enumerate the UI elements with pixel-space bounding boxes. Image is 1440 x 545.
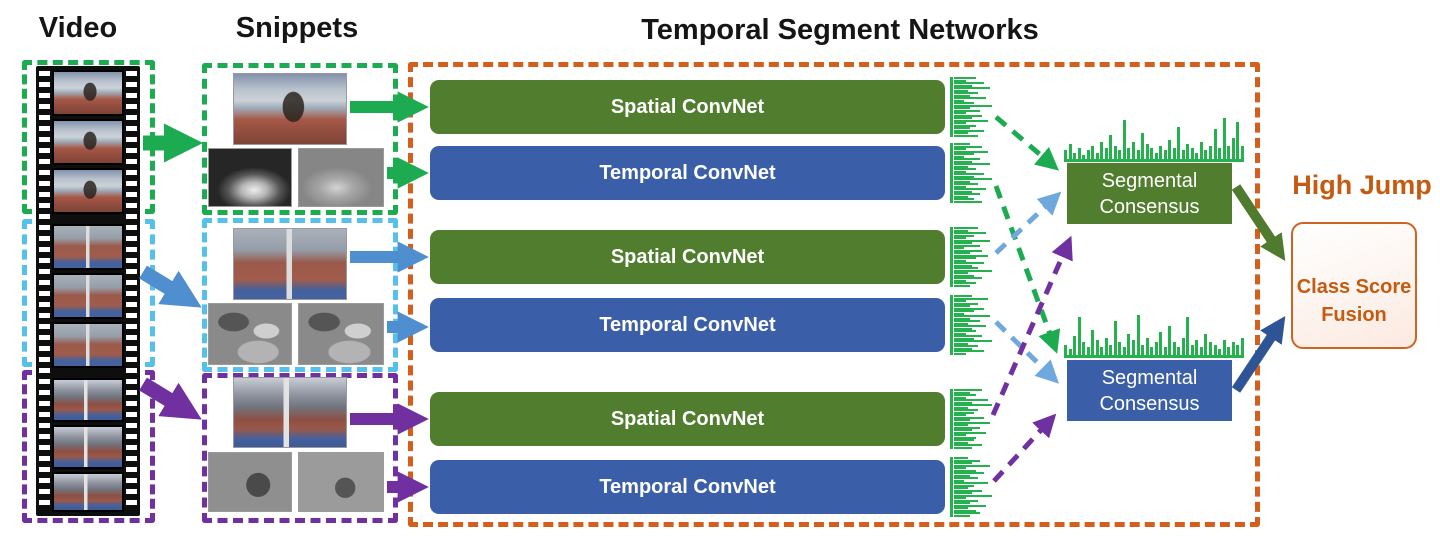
consensus-histogram-temporal: [1064, 313, 1244, 358]
snippet-2-flow-y: [298, 303, 384, 365]
prediction-label: High Jump: [1292, 170, 1432, 200]
video-frame-5: [52, 273, 124, 319]
snippet-3-rgb-frame: [233, 377, 347, 448]
snippets-title: Snippets: [235, 12, 359, 44]
video-frame-1: [52, 70, 124, 116]
snippet-2-box: [202, 218, 398, 372]
segmental-consensus-temporal-line1: Segmental: [1101, 366, 1198, 389]
video-title: Video: [38, 12, 118, 44]
snippet-2-flow-x: [208, 303, 292, 365]
snippet-2-rgb-frame: [233, 228, 347, 300]
segmental-consensus-spatial-line2: Consensus: [1099, 195, 1200, 218]
video-frame-9: [52, 472, 124, 512]
tsn-border: [408, 62, 1260, 527]
spatial-convnet-2-label: Spatial ConvNet: [610, 245, 765, 268]
video-frame-7: [52, 378, 124, 422]
score-histogram-temporal-2: [950, 295, 994, 355]
temporal-convnet-1: Temporal ConvNet: [430, 146, 945, 200]
snippet-1-flow-x: [208, 148, 292, 207]
segmental-consensus-temporal-line2: Consensus: [1099, 392, 1200, 415]
film-sprockets-left: [39, 71, 50, 511]
film-strip: [36, 66, 140, 516]
class-score-fusion-line2: Fusion: [1321, 303, 1387, 326]
snippet-1-box: [202, 63, 398, 215]
snippet-3-flow-x: [208, 452, 292, 512]
temporal-convnet-3-label: Temporal ConvNet: [599, 475, 776, 498]
spatial-convnet-3-label: Spatial ConvNet: [610, 407, 765, 430]
segmental-consensus-spatial: Segmental Consensus: [1067, 163, 1232, 224]
segmental-consensus-temporal: Segmental Consensus: [1067, 360, 1232, 421]
snippet-1-flow-y: [298, 148, 384, 207]
video-frame-4: [52, 224, 124, 270]
video-frame-3: [52, 168, 124, 214]
film-sprockets-right: [126, 71, 137, 511]
temporal-convnet-1-label: Temporal ConvNet: [599, 161, 776, 184]
video-frame-6: [52, 322, 124, 368]
spatial-convnet-2: Spatial ConvNet: [430, 230, 945, 284]
video-frame-2: [52, 119, 124, 165]
temporal-convnet-2: Temporal ConvNet: [430, 298, 945, 352]
network-title: Temporal Segment Networks: [641, 14, 1039, 46]
spatial-convnet-1: Spatial ConvNet: [430, 80, 945, 134]
score-histogram-temporal-3: [950, 457, 994, 517]
temporal-convnet-3: Temporal ConvNet: [430, 460, 945, 514]
score-histogram-temporal-1: [950, 143, 994, 203]
snippet-1-rgb-frame: [233, 73, 347, 145]
video-frame-8: [52, 425, 124, 469]
score-histogram-spatial-1: [950, 77, 994, 137]
segmental-consensus-spatial-line1: Segmental: [1101, 169, 1198, 192]
spatial-convnet-1-label: Spatial ConvNet: [610, 95, 765, 118]
score-histogram-spatial-2: [950, 227, 994, 287]
score-histogram-spatial-3: [950, 389, 994, 449]
spatial-convnet-3: Spatial ConvNet: [430, 392, 945, 446]
consensus-histogram-spatial: [1064, 116, 1244, 162]
snippet-3-flow-y: [298, 452, 384, 512]
class-score-fusion-box: Class Score Fusion: [1291, 222, 1417, 349]
class-score-fusion-line1: Class Score: [1296, 275, 1412, 298]
snippet-3-box: [202, 373, 398, 523]
temporal-convnet-2-label: Temporal ConvNet: [599, 313, 776, 336]
